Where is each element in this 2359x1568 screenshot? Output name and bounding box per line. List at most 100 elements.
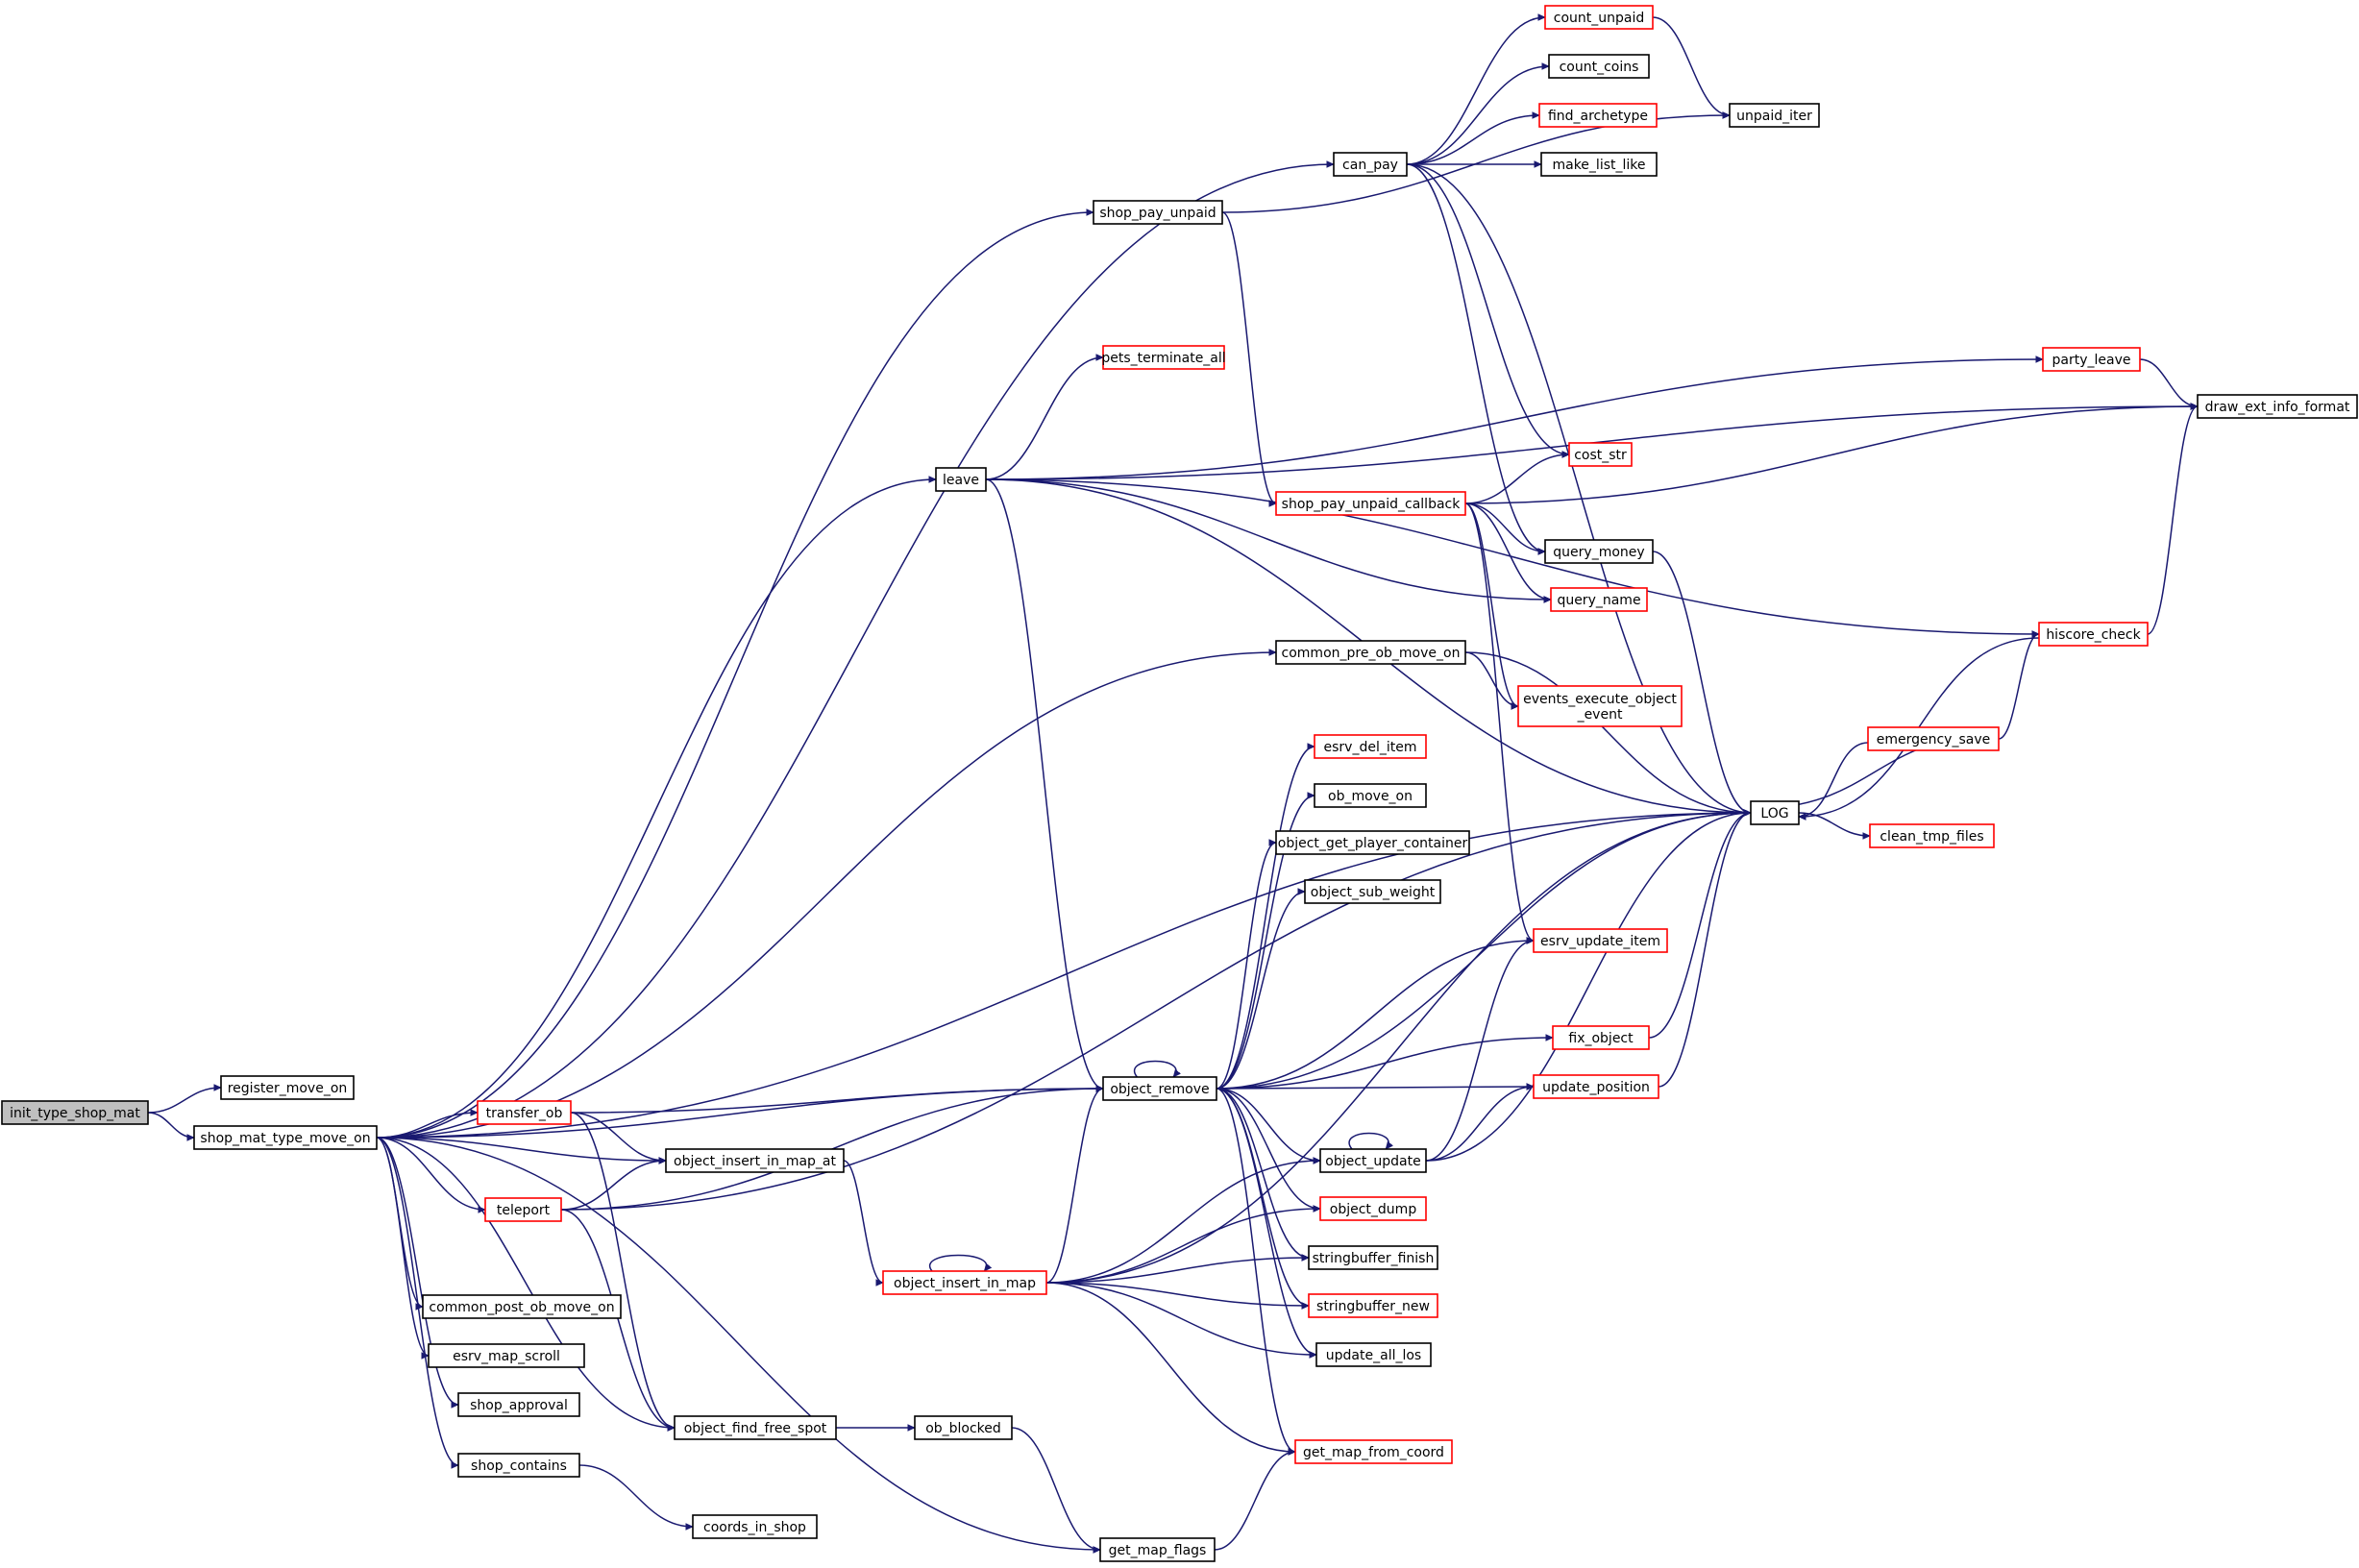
node-box[interactable] <box>1568 442 1633 467</box>
node-find-archetype[interactable]: find_archetype <box>1538 103 1658 128</box>
node-get-map-from-coord[interactable]: get_map_from_coord <box>1294 1439 1453 1464</box>
node-box[interactable] <box>1729 103 1820 128</box>
node-box[interactable] <box>1315 1342 1432 1367</box>
node-cost-str[interactable]: cost_str <box>1568 442 1633 467</box>
node-box[interactable] <box>692 1514 818 1539</box>
node-common-pre-ob-move-on[interactable]: common_pre_ob_move_on <box>1275 640 1466 665</box>
node-shop-contains[interactable]: shop_contains <box>457 1453 580 1478</box>
node-box[interactable] <box>1275 491 1466 516</box>
node-hiscore-check[interactable]: hiscore_check <box>2038 622 2149 647</box>
node-box[interactable] <box>1093 200 1223 225</box>
node-object-insert-in-map-at[interactable]: object_insert_in_map_at <box>665 1148 845 1173</box>
node-ob-blocked[interactable]: ob_blocked <box>914 1415 1013 1440</box>
node-events-execute-object-event[interactable]: events_execute_object_event <box>1517 685 1683 727</box>
node-query-name[interactable]: query_name <box>1550 587 1648 612</box>
node-esrv-map-scroll[interactable]: esrv_map_scroll <box>428 1343 585 1368</box>
node-leave[interactable]: leave <box>935 467 987 492</box>
node-coords-in-shop[interactable]: coords_in_shop <box>692 1514 818 1539</box>
node-box[interactable] <box>428 1343 585 1368</box>
node-box[interactable] <box>2197 394 2358 419</box>
node-box[interactable] <box>484 1197 562 1222</box>
node-make-list-like[interactable]: make_list_like <box>1540 152 1658 177</box>
node-box[interactable] <box>193 1125 378 1150</box>
node-common-post-ob-move-on[interactable]: common_post_ob_move_on <box>422 1294 622 1319</box>
node-ob-move-on[interactable]: ob_move_on <box>1314 783 1427 808</box>
node-box[interactable] <box>935 467 987 492</box>
node-box[interactable] <box>665 1148 845 1173</box>
node-box[interactable] <box>2042 347 2141 372</box>
node-box[interactable] <box>1 1100 149 1125</box>
node-box[interactable] <box>422 1294 622 1319</box>
node-LOG[interactable]: LOG <box>1750 800 1800 825</box>
node-box[interactable] <box>914 1415 1013 1440</box>
node-box[interactable] <box>1333 152 1408 177</box>
node-fix-object[interactable]: fix_object <box>1552 1025 1650 1050</box>
node-box[interactable] <box>1544 5 1654 30</box>
node-box[interactable] <box>1544 539 1654 564</box>
node-object-remove[interactable]: object_remove <box>1102 1076 1217 1101</box>
node-object-get-player-container[interactable]: object_get_player_container <box>1275 830 1470 855</box>
node-can-pay[interactable]: can_pay <box>1333 152 1408 177</box>
node-update-position[interactable]: update_position <box>1533 1074 1659 1099</box>
node-box[interactable] <box>1314 783 1427 808</box>
node-box[interactable] <box>1102 1076 1217 1101</box>
node-stringbuffer-new[interactable]: stringbuffer_new <box>1308 1293 1438 1318</box>
node-box[interactable] <box>674 1415 837 1440</box>
node-stringbuffer-finish[interactable]: stringbuffer_finish <box>1308 1245 1438 1270</box>
node-get-map-flags[interactable]: get_map_flags <box>1099 1537 1216 1562</box>
node-box[interactable] <box>1538 103 1658 128</box>
node-count-unpaid[interactable]: count_unpaid <box>1544 5 1654 30</box>
node-box[interactable] <box>1548 54 1650 79</box>
node-init-type-shop-mat[interactable]: init_type_shop_mat <box>1 1100 149 1125</box>
node-transfer-ob[interactable]: transfer_ob <box>477 1100 572 1125</box>
node-box[interactable] <box>1552 1025 1650 1050</box>
node-esrv-update-item[interactable]: esrv_update_item <box>1533 928 1668 953</box>
node-box[interactable] <box>882 1270 1047 1295</box>
node-query-money[interactable]: query_money <box>1544 539 1654 564</box>
node-box[interactable] <box>1319 1148 1427 1173</box>
node-box[interactable] <box>220 1075 355 1100</box>
node-box[interactable] <box>1314 734 1427 759</box>
node-box[interactable] <box>1308 1245 1438 1270</box>
node-shop-pay-unpaid[interactable]: shop_pay_unpaid <box>1093 200 1223 225</box>
node-box[interactable] <box>1550 587 1648 612</box>
node-object-update[interactable]: object_update <box>1319 1148 1427 1173</box>
node-box[interactable] <box>1304 879 1441 904</box>
node-box[interactable] <box>1102 345 1225 370</box>
node-box[interactable] <box>1275 830 1470 855</box>
node-update-all-los[interactable]: update_all_los <box>1315 1342 1432 1367</box>
node-box[interactable] <box>1275 640 1466 665</box>
node-teleport[interactable]: teleport <box>484 1197 562 1222</box>
node-object-dump[interactable]: object_dump <box>1319 1196 1427 1221</box>
node-box[interactable] <box>2038 622 2149 647</box>
node-shop-approval[interactable]: shop_approval <box>457 1392 580 1417</box>
node-box[interactable] <box>1869 823 1995 848</box>
node-box[interactable] <box>1308 1293 1438 1318</box>
node-unpaid-iter[interactable]: unpaid_iter <box>1729 103 1820 128</box>
node-pets-terminate-all[interactable]: pets_terminate_all <box>1101 345 1226 370</box>
node-object-find-free-spot[interactable]: object_find_free_spot <box>674 1415 837 1440</box>
node-box[interactable] <box>1517 685 1683 727</box>
node-party-leave[interactable]: party_leave <box>2042 347 2141 372</box>
node-box[interactable] <box>1540 152 1658 177</box>
node-box[interactable] <box>1294 1439 1453 1464</box>
node-box[interactable] <box>1533 928 1668 953</box>
node-emergency-save[interactable]: emergency_save <box>1867 726 2000 751</box>
node-box[interactable] <box>1750 800 1800 825</box>
node-esrv-del-item[interactable]: esrv_del_item <box>1314 734 1427 759</box>
node-clean-tmp-files[interactable]: clean_tmp_files <box>1869 823 1995 848</box>
node-box[interactable] <box>457 1453 580 1478</box>
node-shop-pay-unpaid-callback[interactable]: shop_pay_unpaid_callback <box>1275 491 1466 516</box>
node-object-insert-in-map[interactable]: object_insert_in_map <box>882 1270 1047 1295</box>
node-box[interactable] <box>1319 1196 1427 1221</box>
node-box[interactable] <box>1867 726 2000 751</box>
node-count-coins[interactable]: count_coins <box>1548 54 1650 79</box>
node-shop-mat-type-move-on[interactable]: shop_mat_type_move_on <box>193 1125 378 1150</box>
node-register-move-on[interactable]: register_move_on <box>220 1075 355 1100</box>
node-box[interactable] <box>457 1392 580 1417</box>
node-box[interactable] <box>1533 1074 1659 1099</box>
node-draw-ext-info-format[interactable]: draw_ext_info_format <box>2197 394 2358 419</box>
node-box[interactable] <box>1099 1537 1216 1562</box>
node-box[interactable] <box>477 1100 572 1125</box>
node-object-sub-weight[interactable]: object_sub_weight <box>1304 879 1441 904</box>
